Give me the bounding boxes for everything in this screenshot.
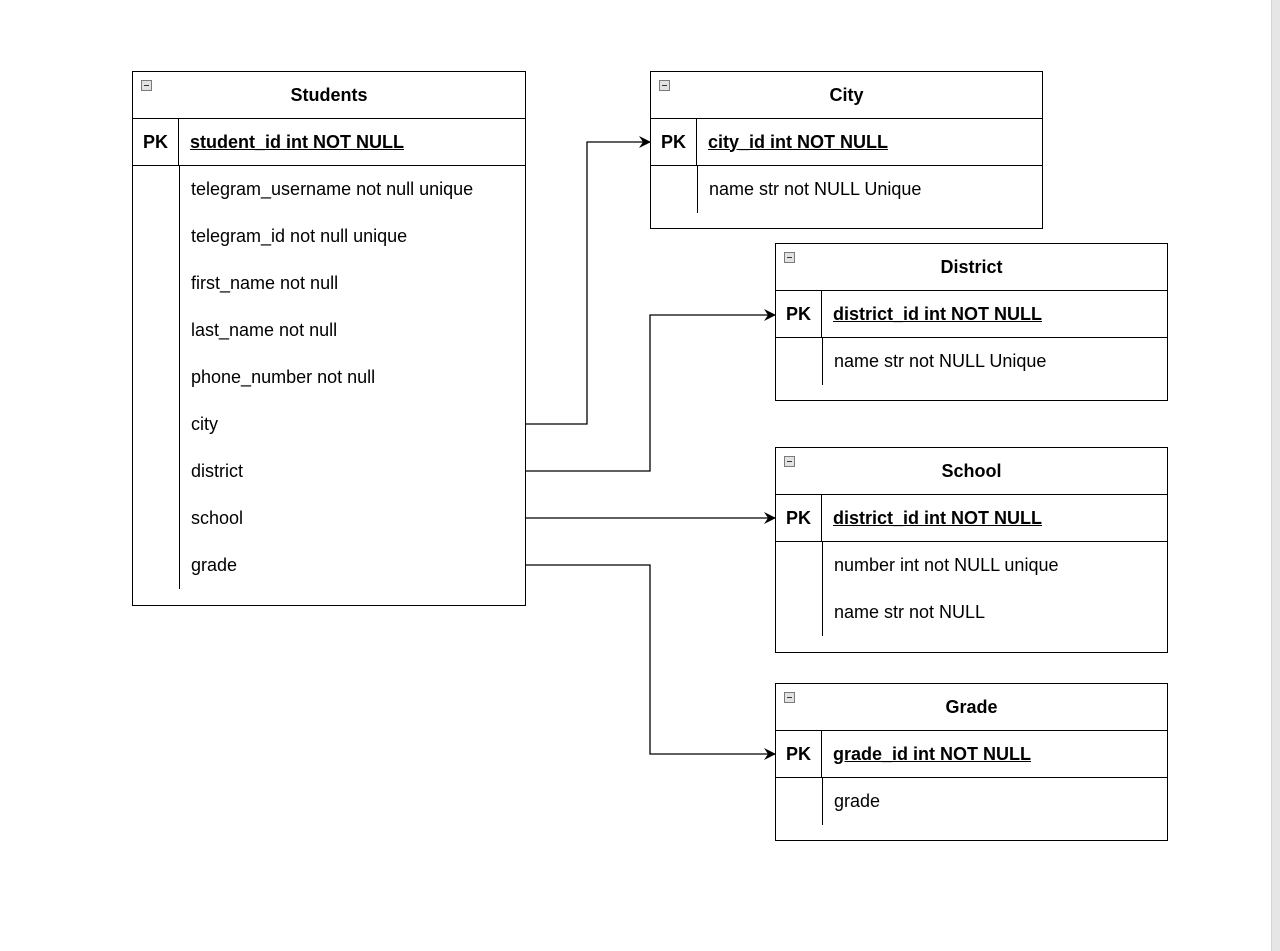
column-divider bbox=[697, 166, 698, 213]
primary-key-row[interactable]: PK student_id int NOT NULL bbox=[133, 119, 525, 166]
primary-key-row[interactable]: PK district_id int NOT NULL bbox=[776, 291, 1167, 338]
pk-label: PK bbox=[133, 119, 179, 165]
field-row[interactable]: first_name not null bbox=[191, 273, 339, 293]
pk-field: grade_id int NOT NULL bbox=[833, 743, 1031, 764]
collapse-icon[interactable] bbox=[659, 80, 670, 91]
school-table[interactable]: School PK district_id int NOT NULL numbe… bbox=[775, 447, 1168, 653]
pk-field: district_id int NOT NULL bbox=[833, 303, 1042, 324]
column-divider bbox=[822, 338, 823, 385]
city-table[interactable]: City PK city_id int NOT NULL name str no… bbox=[650, 71, 1043, 229]
field-row[interactable]: grade bbox=[834, 791, 881, 811]
column-divider bbox=[179, 166, 180, 589]
table-title: City bbox=[829, 84, 864, 105]
field-row[interactable]: name str not NULL bbox=[834, 602, 986, 622]
pk-field: city_id int NOT NULL bbox=[708, 131, 888, 152]
table-header: District bbox=[776, 244, 1167, 291]
fields-list: grade bbox=[776, 778, 1167, 825]
connector-grade[interactable] bbox=[526, 564, 776, 760]
pk-label: PK bbox=[776, 495, 822, 541]
pk-label: PK bbox=[776, 731, 822, 777]
field-row[interactable]: name str not NULL Unique bbox=[834, 351, 1047, 371]
field-row-grade[interactable]: grade bbox=[191, 555, 238, 575]
table-title: District bbox=[940, 256, 1003, 277]
connector-city[interactable] bbox=[526, 136, 651, 425]
table-title: Students bbox=[290, 84, 368, 105]
field-row[interactable]: telegram_id not null unique bbox=[191, 226, 408, 246]
primary-key-row[interactable]: PK district_id int NOT NULL bbox=[776, 495, 1167, 542]
field-row[interactable]: phone_number not null bbox=[191, 367, 376, 387]
collapse-icon[interactable] bbox=[784, 252, 795, 263]
column-divider bbox=[822, 778, 823, 825]
primary-key-row[interactable]: PK grade_id int NOT NULL bbox=[776, 731, 1167, 778]
field-row-city[interactable]: city bbox=[191, 414, 218, 434]
pk-label: PK bbox=[776, 291, 822, 337]
field-row-school[interactable]: school bbox=[191, 508, 244, 528]
table-title: School bbox=[941, 460, 1002, 481]
collapse-icon[interactable] bbox=[784, 692, 795, 703]
fields-list: name str not NULL Unique bbox=[651, 166, 1042, 213]
table-header: School bbox=[776, 448, 1167, 495]
fields-list: telegram_username not null unique telegr… bbox=[133, 166, 525, 589]
table-header: City bbox=[651, 72, 1042, 119]
table-header: Grade bbox=[776, 684, 1167, 731]
field-row-district[interactable]: district bbox=[191, 461, 244, 481]
grade-table[interactable]: Grade PK grade_id int NOT NULL grade bbox=[775, 683, 1168, 841]
district-table[interactable]: District PK district_id int NOT NULL nam… bbox=[775, 243, 1168, 401]
column-divider bbox=[822, 542, 823, 636]
primary-key-row[interactable]: PK city_id int NOT NULL bbox=[651, 119, 1042, 166]
table-header: Students bbox=[133, 72, 525, 119]
fields-list: number int not NULL unique name str not … bbox=[776, 542, 1167, 636]
pk-label: PK bbox=[651, 119, 697, 165]
field-row[interactable]: number int not NULL unique bbox=[834, 555, 1059, 575]
connector-district[interactable] bbox=[526, 309, 776, 472]
collapse-icon[interactable] bbox=[784, 456, 795, 467]
scrollbar-edge bbox=[1271, 0, 1280, 951]
field-row[interactable]: telegram_username not null unique bbox=[191, 179, 474, 199]
fields-list: name str not NULL Unique bbox=[776, 338, 1167, 385]
pk-field: student_id int NOT NULL bbox=[190, 131, 404, 152]
collapse-icon[interactable] bbox=[141, 80, 152, 91]
students-table[interactable]: Students PK student_id int NOT NULL tele… bbox=[132, 71, 526, 606]
field-row[interactable]: last_name not null bbox=[191, 320, 338, 340]
table-title: Grade bbox=[945, 696, 998, 717]
field-row[interactable]: name str not NULL Unique bbox=[709, 179, 922, 199]
pk-field: district_id int NOT NULL bbox=[833, 507, 1042, 528]
